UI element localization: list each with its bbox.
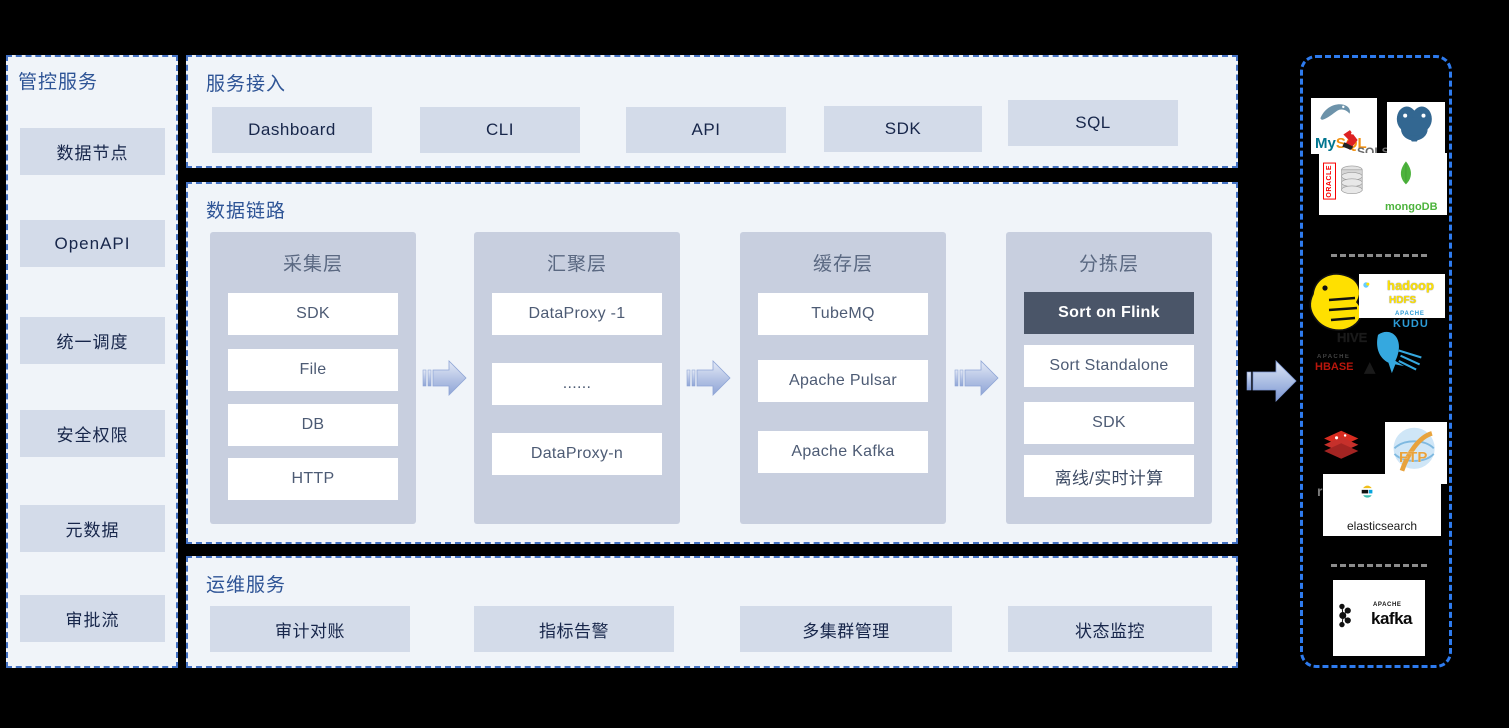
layer-collection-title: 采集层 xyxy=(282,254,343,275)
ftp-logo-text: FTP xyxy=(1399,449,1428,466)
sidebar-item-unified-schedule[interactable]: 统一调度 xyxy=(20,317,165,364)
mongodb-logo-text: mongoDB xyxy=(1385,201,1438,213)
aggregation-box-dataproxy-1[interactable]: DataProxy -1 xyxy=(492,293,662,335)
sidebar-item-openapi[interactable]: OpenAPI xyxy=(20,220,165,267)
elasticsearch-logo: elasticsearch xyxy=(1323,474,1441,536)
sidebar-item-approval-flow[interactable]: 审批流 xyxy=(20,595,165,642)
layer-sorting-title: 分拣层 xyxy=(1078,254,1139,275)
layer-cache: 缓存层 TubeMQ Apache Pulsar Apache Kafka xyxy=(740,232,946,524)
access-chip-sdk[interactable]: SDK xyxy=(824,106,982,152)
storage-group-separator-3 xyxy=(1331,564,1427,567)
access-chip-cli[interactable]: CLI xyxy=(420,107,580,153)
kafka-apache-text: APACHE xyxy=(1373,602,1402,608)
access-chip-sql[interactable]: SQL xyxy=(1008,100,1178,146)
flow-arrow-sorting-to-storage xyxy=(1246,356,1298,406)
data-link-panel: 数据链路 采集层 SDK File DB HTTP xyxy=(186,182,1238,544)
sidebar-item-metadata[interactable]: 元数据 xyxy=(20,505,165,552)
ops-service-panel: 运维服务 审计对账 指标告警 多集群管理 状态监控 xyxy=(186,556,1238,668)
kudu-apache-text: APACHE xyxy=(1395,311,1425,317)
sidebar-item-security[interactable]: 安全权限 xyxy=(20,410,165,457)
apache-kafka-logo: APACHE kafka xyxy=(1333,580,1425,656)
apache-hbase-logo: APACHE HBASE xyxy=(1315,354,1401,382)
sorting-box-sort-on-flink[interactable]: Sort on Flink xyxy=(1024,292,1194,334)
hive-logo-text: HIVE xyxy=(1337,330,1368,345)
ops-chip-multi-cluster-mgmt[interactable]: 多集群管理 xyxy=(740,606,952,652)
storage-group-relational-and-document-databases: MySQL SQLServer xyxy=(1303,68,1449,223)
layer-collection: 采集层 SDK File DB HTTP xyxy=(210,232,416,524)
layer-aggregation: 汇聚层 DataProxy -1 ...... DataProxy-n xyxy=(474,232,680,524)
flow-arrow-cache-to-sorting xyxy=(954,356,1000,400)
service-access-panel: 服务接入 Dashboard CLI API SDK SQL xyxy=(186,55,1238,168)
ops-chip-status-monitoring[interactable]: 状态监控 xyxy=(1008,606,1212,652)
ops-service-title: 运维服务 xyxy=(206,575,287,596)
ftp-logo: FTP xyxy=(1385,422,1447,484)
access-chip-dashboard[interactable]: Dashboard xyxy=(212,107,372,153)
storage-group-big-data-stores: HIVE hadoop HDFS APACHE KUDU xyxy=(1303,258,1449,408)
collection-box-sdk[interactable]: SDK xyxy=(228,293,398,335)
collection-box-db[interactable]: DB xyxy=(228,404,398,446)
control-service-panel: 管控服务 数据节点 OpenAPI 统一调度 安全权限 元数据 审批流 xyxy=(6,55,178,668)
collection-box-file[interactable]: File xyxy=(228,349,398,391)
ops-chip-metric-alerts[interactable]: 指标告警 xyxy=(474,606,674,652)
sorting-box-offline-realtime-compute[interactable]: 离线/实时计算 xyxy=(1024,455,1194,497)
cache-box-apache-pulsar[interactable]: Apache Pulsar xyxy=(758,360,928,402)
layer-sorting: 分拣层 Sort on Flink Sort Standalone SDK 离线… xyxy=(1006,232,1212,524)
hadoop-logo-text: hadoop xyxy=(1387,278,1434,293)
oracle-logo: ORACLE xyxy=(1319,153,1381,215)
layer-cache-title: 缓存层 xyxy=(812,254,873,275)
kudu-logo-text: KUDU xyxy=(1393,318,1429,330)
layer-aggregation-title: 汇聚层 xyxy=(546,254,607,275)
sorting-box-sort-standalone[interactable]: Sort Standalone xyxy=(1024,345,1194,387)
flow-arrow-aggregation-to-cache xyxy=(686,356,732,400)
storage-group-separator-1 xyxy=(1331,254,1427,257)
storage-group-message-queue: APACHE kafka xyxy=(1303,572,1449,664)
ops-chip-audit-reconciliation[interactable]: 审计对账 xyxy=(210,606,410,652)
sidebar-item-data-node[interactable]: 数据节点 xyxy=(20,128,165,175)
hadoop-hdfs-logo: hadoop HDFS xyxy=(1359,274,1445,318)
control-service-title: 管控服务 xyxy=(18,72,99,93)
mysql-logo-text-my: My xyxy=(1315,135,1336,152)
flow-arrow-collection-to-aggregation xyxy=(422,356,468,400)
aggregation-box-ellipsis[interactable]: ...... xyxy=(492,363,662,405)
kafka-logo-text: kafka xyxy=(1371,609,1412,628)
storage-group-cache-search-and-transfer: redis FTP xyxy=(1303,418,1449,558)
hbase-logo-text: HBASE xyxy=(1315,361,1354,373)
cache-box-apache-kafka[interactable]: Apache Kafka xyxy=(758,431,928,473)
data-link-title: 数据链路 xyxy=(206,201,287,222)
collection-box-http[interactable]: HTTP xyxy=(228,458,398,500)
cache-box-tubemq[interactable]: TubeMQ xyxy=(758,293,928,335)
service-access-title: 服务接入 xyxy=(206,74,287,95)
elasticsearch-logo-text: elasticsearch xyxy=(1346,519,1418,533)
aggregation-box-dataproxy-n[interactable]: DataProxy-n xyxy=(492,433,662,475)
storage-systems-panel: MySQL SQLServer xyxy=(1300,55,1452,668)
apache-kudu-logo: APACHE KUDU xyxy=(1369,310,1449,384)
access-chip-api[interactable]: API xyxy=(626,107,786,153)
hdfs-logo-text: HDFS xyxy=(1389,295,1417,306)
mongodb-logo: mongoDB xyxy=(1381,153,1447,215)
oracle-logo-text: ORACLE xyxy=(1323,163,1336,200)
hbase-apache-text: APACHE xyxy=(1317,354,1351,360)
sorting-box-sdk[interactable]: SDK xyxy=(1024,402,1194,444)
